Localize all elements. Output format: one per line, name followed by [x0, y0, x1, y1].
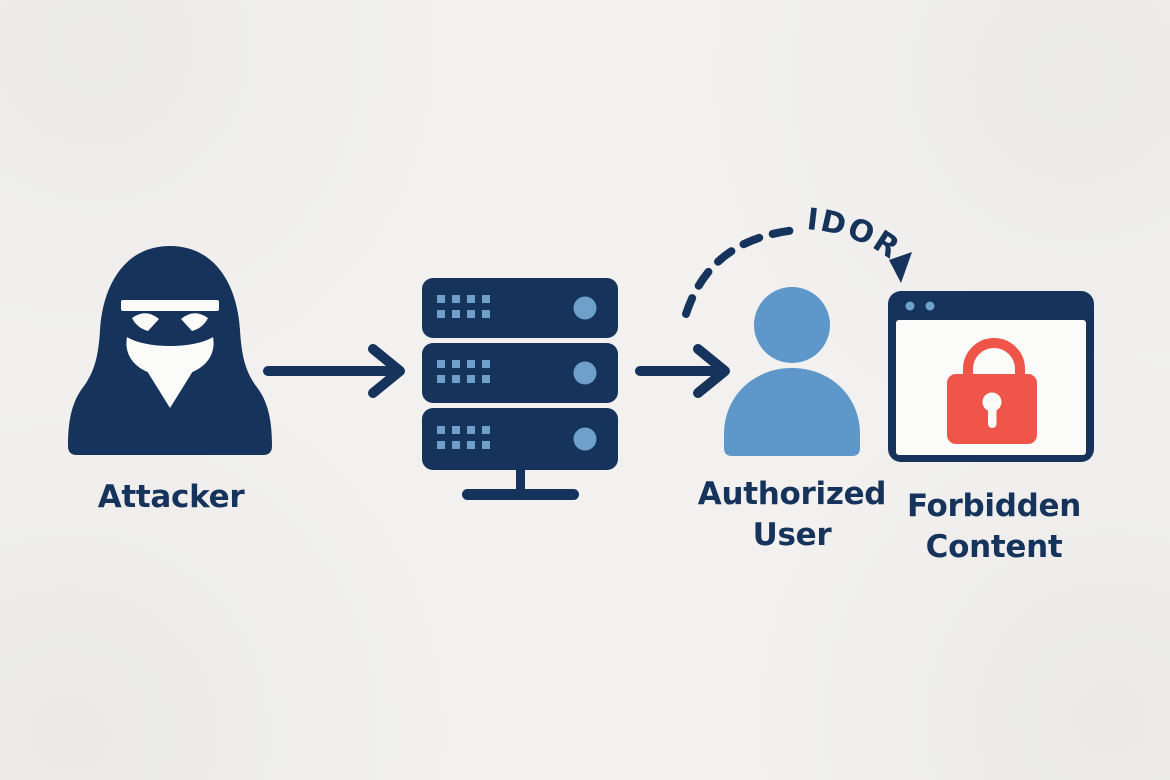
server-unit — [422, 278, 618, 338]
attacker-right-eye-icon — [181, 313, 208, 331]
attacker-label: Attacker — [97, 479, 245, 515]
server-unit — [422, 343, 618, 403]
attacker-headband — [121, 300, 219, 311]
person-icon — [724, 287, 860, 456]
server-led-grid — [437, 360, 490, 383]
keyhole-circle — [982, 392, 1002, 412]
idor-label: IDOR — [805, 202, 907, 267]
keyhole-stem — [988, 404, 997, 428]
arrow-server-to-user-icon — [635, 344, 730, 398]
server-led-grid — [437, 295, 490, 318]
authorized-user-label: Authorized User — [697, 476, 887, 553]
attacker-mask — [126, 337, 214, 377]
arrow-head — [368, 344, 405, 398]
idor-dashed-arc — [682, 226, 800, 318]
server-stand-base — [462, 489, 579, 500]
padlock-shackle — [963, 338, 1025, 380]
attacker-left-eye-icon — [132, 313, 159, 331]
window-dot-icon — [925, 301, 935, 311]
server-unit — [422, 408, 618, 470]
idor-label-text: IDOR — [805, 202, 905, 267]
locked-browser-window-icon — [888, 291, 1094, 462]
server-stand-pole — [516, 468, 525, 494]
window-dot-icon — [905, 301, 915, 311]
server-power-led — [573, 361, 597, 385]
server-led-grid — [437, 426, 490, 449]
arrow-attacker-to-server-icon — [263, 344, 405, 398]
padlock-icon — [947, 338, 1037, 444]
server-power-led — [573, 296, 597, 320]
attacker-collar-notch — [147, 371, 193, 408]
arrow-head — [693, 344, 730, 398]
person-head — [754, 287, 830, 363]
idor-arrowhead-icon — [889, 252, 912, 283]
server-power-led — [573, 427, 597, 451]
server-stack-icon — [422, 278, 618, 500]
forbidden-content-label: Forbidden Content — [906, 488, 1082, 565]
masked-attacker-icon — [68, 246, 272, 455]
person-body — [724, 368, 860, 456]
